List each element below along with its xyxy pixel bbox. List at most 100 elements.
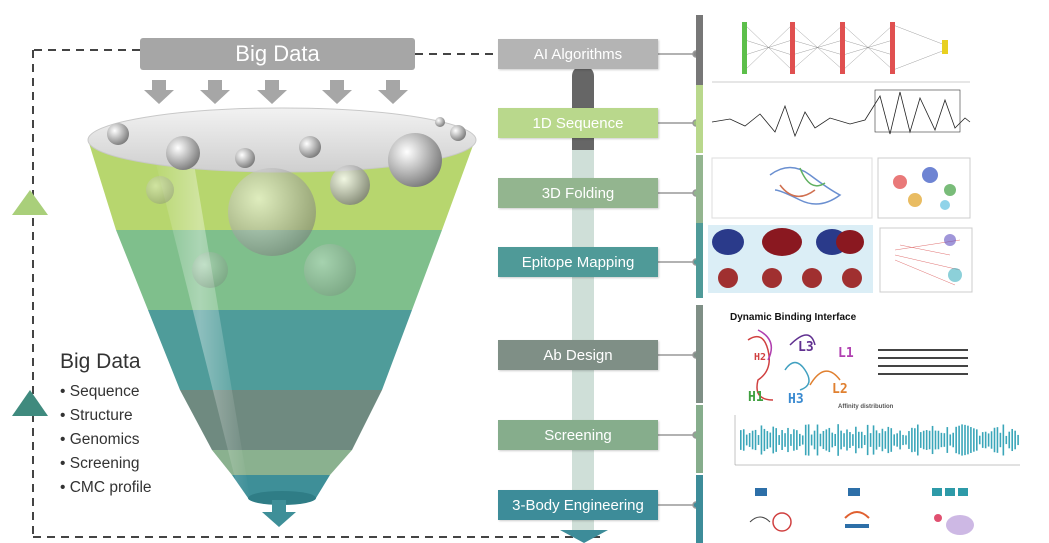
affinity-bar (831, 432, 834, 448)
affinity-bar (855, 426, 857, 454)
affinity-bar (858, 431, 860, 449)
affinity-bar (799, 433, 801, 447)
affinity-bar (869, 433, 872, 447)
affinity-bar (866, 424, 869, 456)
funnel (87, 107, 477, 505)
engineering-panel (749, 488, 974, 535)
step-1d-sequence: 1D Sequence (498, 108, 658, 138)
loop-arrow-up-dark (12, 390, 48, 416)
loop-label: L1 (838, 346, 854, 361)
affinity-bar (981, 432, 984, 448)
affinity-bar (837, 424, 839, 456)
step-ai-algorithms: AI Algorithms (498, 39, 658, 69)
affinity-bar (813, 430, 816, 450)
affinity-bar (896, 433, 898, 447)
affinity-bar (790, 434, 792, 446)
input-arrows (144, 80, 408, 104)
affinity-bar (925, 430, 928, 450)
affinity-title: Affinity distribution (838, 404, 894, 410)
affinity-bar (1005, 435, 1008, 445)
affinity-bar (987, 433, 990, 447)
affinity-bar (804, 424, 807, 456)
affinity-bar (810, 434, 813, 446)
step-3d-folding: 3D Folding (498, 178, 658, 208)
feedback-loop (32, 49, 600, 538)
list-item: Screening (60, 452, 152, 476)
affinity-bar (1017, 434, 1019, 446)
sequence-trace-panel (711, 89, 971, 138)
loop-label: H1 (748, 390, 764, 405)
list-item: CMC profile (60, 476, 152, 500)
affinity-bar (822, 430, 825, 450)
panel-color-bars (696, 15, 703, 543)
affinity-bar (825, 429, 828, 451)
affinity-bar (846, 429, 848, 451)
list-item: Genomics (60, 428, 152, 452)
affinity-bar (1014, 430, 1016, 450)
affinity-bar (840, 430, 842, 450)
affinity-bar (834, 433, 836, 447)
affinity-bar (849, 432, 851, 448)
funnel-output-arrow (262, 500, 296, 527)
affinity-bar (863, 435, 866, 445)
affinity-bar (796, 430, 798, 450)
affinity-bar (772, 426, 775, 454)
big-data-list: Big Data Sequence Structure Genomics Scr… (60, 350, 152, 500)
step-epitope-mapping: Epitope Mapping (498, 247, 658, 277)
affinity-bar (784, 433, 786, 447)
affinity-bar (934, 430, 937, 450)
loop-label: L3 (798, 340, 814, 355)
affinity-bar (958, 425, 960, 455)
binding-interface-title: Dynamic Binding Interface (730, 312, 857, 323)
affinity-bar (949, 434, 952, 446)
affinity-bar (881, 428, 884, 452)
affinity-bar (890, 428, 893, 452)
affinity-bar (757, 435, 760, 445)
affinity-bar (952, 432, 954, 448)
affinity-bar (931, 425, 934, 455)
affinity-bar (984, 431, 987, 449)
affinity-bar (766, 431, 769, 449)
affinity-bar (769, 432, 772, 448)
affinity-bar (884, 431, 887, 449)
affinity-bar (970, 427, 972, 453)
affinity-bar (843, 433, 845, 447)
affinity-bar (940, 432, 943, 448)
binding-loops-panel (747, 329, 968, 401)
affinity-bar (793, 429, 795, 451)
affinity-bar (993, 427, 996, 453)
affinity-bar (937, 430, 940, 450)
loop-label: H3 (788, 392, 804, 407)
affinity-bar (911, 427, 913, 453)
affinity-bar (943, 433, 946, 447)
affinity-bar (905, 435, 907, 445)
folding-panel (711, 157, 971, 219)
loop-label: L2 (832, 382, 848, 397)
affinity-bar (919, 432, 922, 448)
affinity-bar (828, 427, 831, 453)
affinity-bar (914, 428, 916, 452)
affinity-bar (801, 435, 804, 445)
affinity-bar (751, 430, 754, 450)
affinity-bar (781, 430, 783, 450)
affinity-bar (778, 435, 780, 445)
affinity-bar (875, 430, 878, 450)
affinity-bar (902, 434, 904, 446)
affinity-bar (872, 425, 875, 455)
affinity-bar (946, 427, 949, 453)
affinity-bar (807, 424, 810, 456)
affinity-bar (955, 426, 957, 454)
affinity-bar (878, 433, 881, 447)
affinity-bar (967, 425, 969, 455)
affinity-bar (893, 434, 895, 446)
neural-network-panel (712, 22, 970, 83)
affinity-bar (775, 428, 777, 452)
affinity-bar (1008, 431, 1011, 449)
step-screening: Screening (498, 420, 658, 450)
affinity-bar (1002, 424, 1005, 456)
affinity-bar (742, 429, 745, 451)
affinity-bar (763, 428, 766, 452)
step-ab-design: Ab Design (498, 340, 658, 370)
epitope-panel (708, 225, 973, 293)
big-data-list-title: Big Data (60, 350, 141, 373)
